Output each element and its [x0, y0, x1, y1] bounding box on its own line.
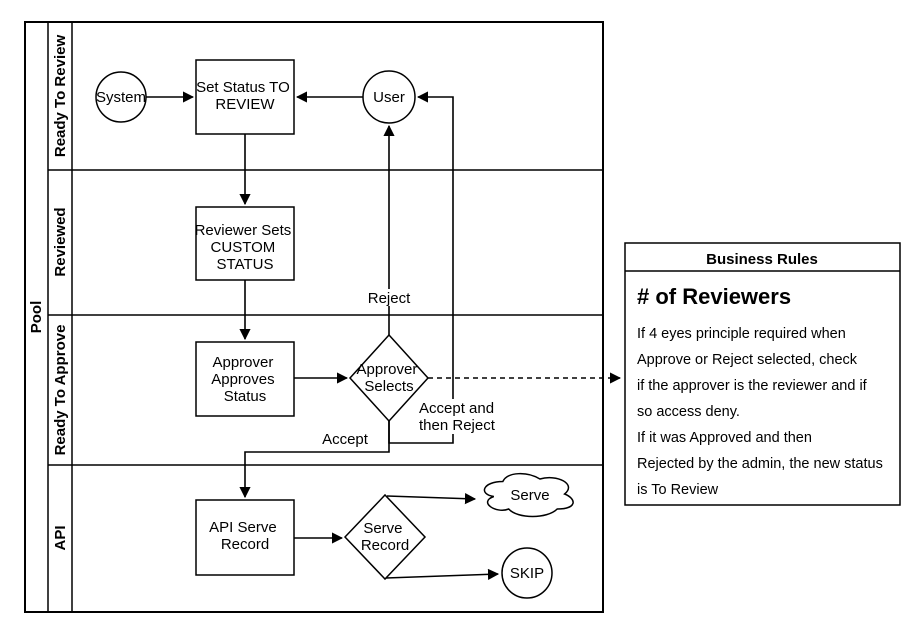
business-rules-line: If it was Approved and then: [637, 430, 812, 446]
flow-node-set-status: Set Status TO REVIEW: [195, 59, 295, 135]
business-rules-title: Business Rules: [706, 251, 818, 268]
reviewer-sets-label: Reviewer Sets CUSTOM STATUS: [195, 222, 296, 273]
edge-serve-record-to-serve-cloud: [386, 493, 477, 505]
lane-reviewed-label: Reviewed: [52, 207, 69, 276]
edge-label-reject-bg: [366, 289, 412, 306]
lane-api-label: API: [52, 525, 69, 550]
edges: Reject Accept and then Reject Accept: [146, 91, 622, 580]
system-label: System: [96, 89, 146, 106]
flow-node-approver-selects: Approver Selects: [348, 333, 430, 423]
pool-label: Pool: [28, 301, 45, 334]
serve-cloud-label: Serve: [510, 487, 549, 504]
api-serve-record-box: [195, 499, 295, 576]
system-circle: [95, 71, 147, 123]
edge-label-reject-text: Reject: [368, 290, 411, 307]
skip-circle: [501, 547, 553, 599]
business-rules-line: Approve or Reject selected, check: [637, 352, 858, 368]
edge-label-accept-then-reject-bg: [417, 399, 493, 434]
business-rules-heading: # of Reviewers: [637, 284, 791, 309]
api-serve-record-label: API Serve Record: [209, 519, 281, 553]
serve-record-diamond: [343, 493, 427, 581]
user-label: User: [373, 89, 405, 106]
edge-label-accept-then-reject-text: Accept and then Reject: [419, 400, 498, 434]
user-circle: [362, 70, 416, 124]
business-rules-line: if the approver is the reviewer and if: [637, 378, 868, 394]
business-rules-border: [624, 242, 901, 506]
edge-label-reject: Reject: [366, 289, 412, 307]
approver-approves-box: [195, 341, 295, 417]
flow-node-approver-approves: Approver Approves Status: [195, 341, 295, 417]
lane-ready-to-review-label: Ready To Review: [52, 35, 69, 158]
flow-node-skip: SKIP: [501, 547, 553, 599]
approver-approves-label: Approver Approves Status: [211, 354, 279, 405]
edge-serve-record-to-skip: [385, 568, 500, 580]
edge-label-accept-text: Accept: [322, 431, 369, 448]
flow-node-system: System: [95, 71, 147, 123]
approver-selects-diamond: [348, 333, 430, 423]
edge-label-accept: Accept: [321, 430, 370, 448]
business-rules-line: If 4 eyes principle required when: [637, 326, 846, 342]
reviewer-sets-box: [195, 206, 295, 281]
set-status-label: Set Status TO REVIEW: [196, 79, 294, 113]
flow-node-reviewer-sets: Reviewer Sets CUSTOM STATUS: [195, 206, 296, 281]
approver-selects-label: Approver Selects: [356, 361, 421, 395]
edge-label-accept-then-reject: Accept and then Reject: [417, 399, 498, 434]
flow-node-api-serve-record: API Serve Record: [195, 499, 295, 576]
pool: Pool Ready To Review Reviewed Ready To A…: [24, 21, 604, 613]
serve-record-label: Serve Record: [361, 520, 409, 554]
business-rules-line: so access deny.: [637, 404, 740, 420]
edge-label-accept-bg: [321, 430, 370, 447]
business-rules-box: Business Rules # of Reviewers If 4 eyes …: [624, 242, 901, 506]
flow-node-user: User: [362, 70, 416, 124]
skip-label: SKIP: [510, 565, 544, 582]
flow-node-serve-record: Serve Record: [343, 493, 427, 581]
edge-accept-to-api-serve: [239, 421, 390, 499]
lane-ready-to-approve-label: Ready To Approve: [52, 325, 69, 456]
pool-border: [24, 21, 604, 613]
flow-node-serve-cloud: Serve: [483, 472, 574, 518]
business-rules-line: Rejected by the admin, the new status: [637, 456, 883, 472]
set-status-box: [195, 59, 295, 135]
business-rules-line: is To Review: [637, 482, 719, 498]
serve-cloud-shape: [483, 472, 574, 518]
